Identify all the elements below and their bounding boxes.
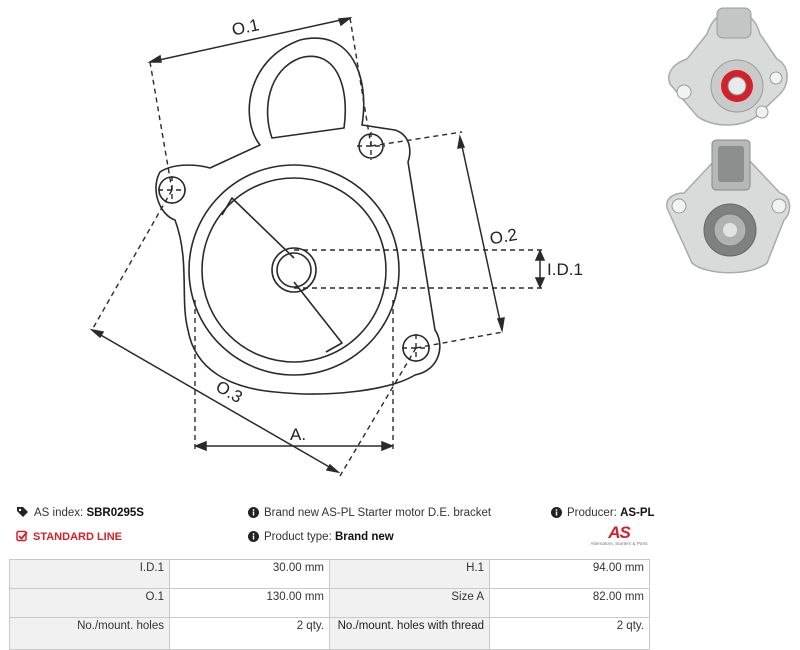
spec-value: 94.00 mm	[489, 559, 650, 589]
spec-label: No./mount. holes with thread	[329, 617, 490, 650]
check-square-icon	[16, 530, 28, 542]
info-icon	[551, 507, 562, 518]
spec-label: Size A	[329, 588, 490, 618]
spec-value: 130.00 mm	[169, 588, 330, 618]
ear-inner	[266, 55, 346, 139]
description: Brand new AS-PL Starter motor D.E. brack…	[248, 506, 491, 520]
shaft-hole-inner	[276, 252, 312, 288]
spec-label: O.1	[9, 588, 170, 618]
segment-cut	[221, 197, 343, 353]
as-index: AS index: SBR0295S	[16, 506, 144, 520]
spec-value: 2 qty.	[489, 617, 650, 650]
product-type-label: Product type:	[264, 531, 332, 543]
shaft-hole	[271, 247, 317, 293]
spec-label: No./mount. holes	[9, 617, 170, 650]
spec-value: 30.00 mm	[169, 559, 330, 589]
label-id1: I.D.1	[547, 260, 583, 279]
table-row: No./mount. holes 2 qty. No./mount. holes…	[9, 617, 650, 650]
standard-line-label: STANDARD LINE	[33, 531, 123, 543]
table-row: I.D.1 30.00 mm H.1 94.00 mm	[9, 559, 650, 589]
producer-value: AS-PL	[620, 507, 655, 519]
logo-subtext: Alternators, Starters & Parts	[590, 541, 648, 546]
label-o2: O.2	[488, 225, 518, 248]
standard-line: STANDARD LINE	[16, 530, 122, 544]
bracket-front-photo[interactable]	[662, 4, 794, 132]
info-icon	[248, 531, 259, 542]
table-row: O.1 130.00 mm Size A 82.00 mm	[9, 588, 650, 618]
tag-icon	[17, 507, 28, 517]
spec-label: I.D.1	[9, 559, 170, 589]
producer-label: Producer:	[567, 507, 617, 519]
spec-value: 2 qty.	[169, 617, 330, 650]
as-pl-logo[interactable]: AS Alternators, Starters & Parts	[587, 524, 651, 552]
bore-outer	[188, 164, 400, 376]
bore-middle	[201, 177, 387, 363]
spec-label: H.1	[329, 559, 490, 589]
as-index-label: AS index:	[34, 507, 84, 519]
label-a: A.	[290, 425, 306, 444]
as-index-value: SBR0295S	[86, 507, 144, 519]
producer: Producer: AS-PL	[551, 506, 655, 520]
logo-mark: AS	[608, 523, 631, 542]
specs-table: I.D.1 30.00 mm H.1 94.00 mm O.1 130.00 m…	[9, 559, 650, 650]
product-type: Product type: Brand new	[248, 530, 394, 544]
label-o1: O.1	[230, 15, 261, 39]
product-type-value: Brand new	[334, 531, 394, 543]
bracket-outline	[155, 37, 441, 395]
description-text: Brand new AS-PL Starter motor D.E. brack…	[264, 507, 492, 519]
bracket-side-photo[interactable]	[662, 138, 794, 278]
info-icon	[248, 507, 259, 518]
spec-value: 82.00 mm	[489, 588, 650, 618]
technical-drawing: O.1 O.2 O.3 I.D.1 A.	[89, 15, 583, 477]
